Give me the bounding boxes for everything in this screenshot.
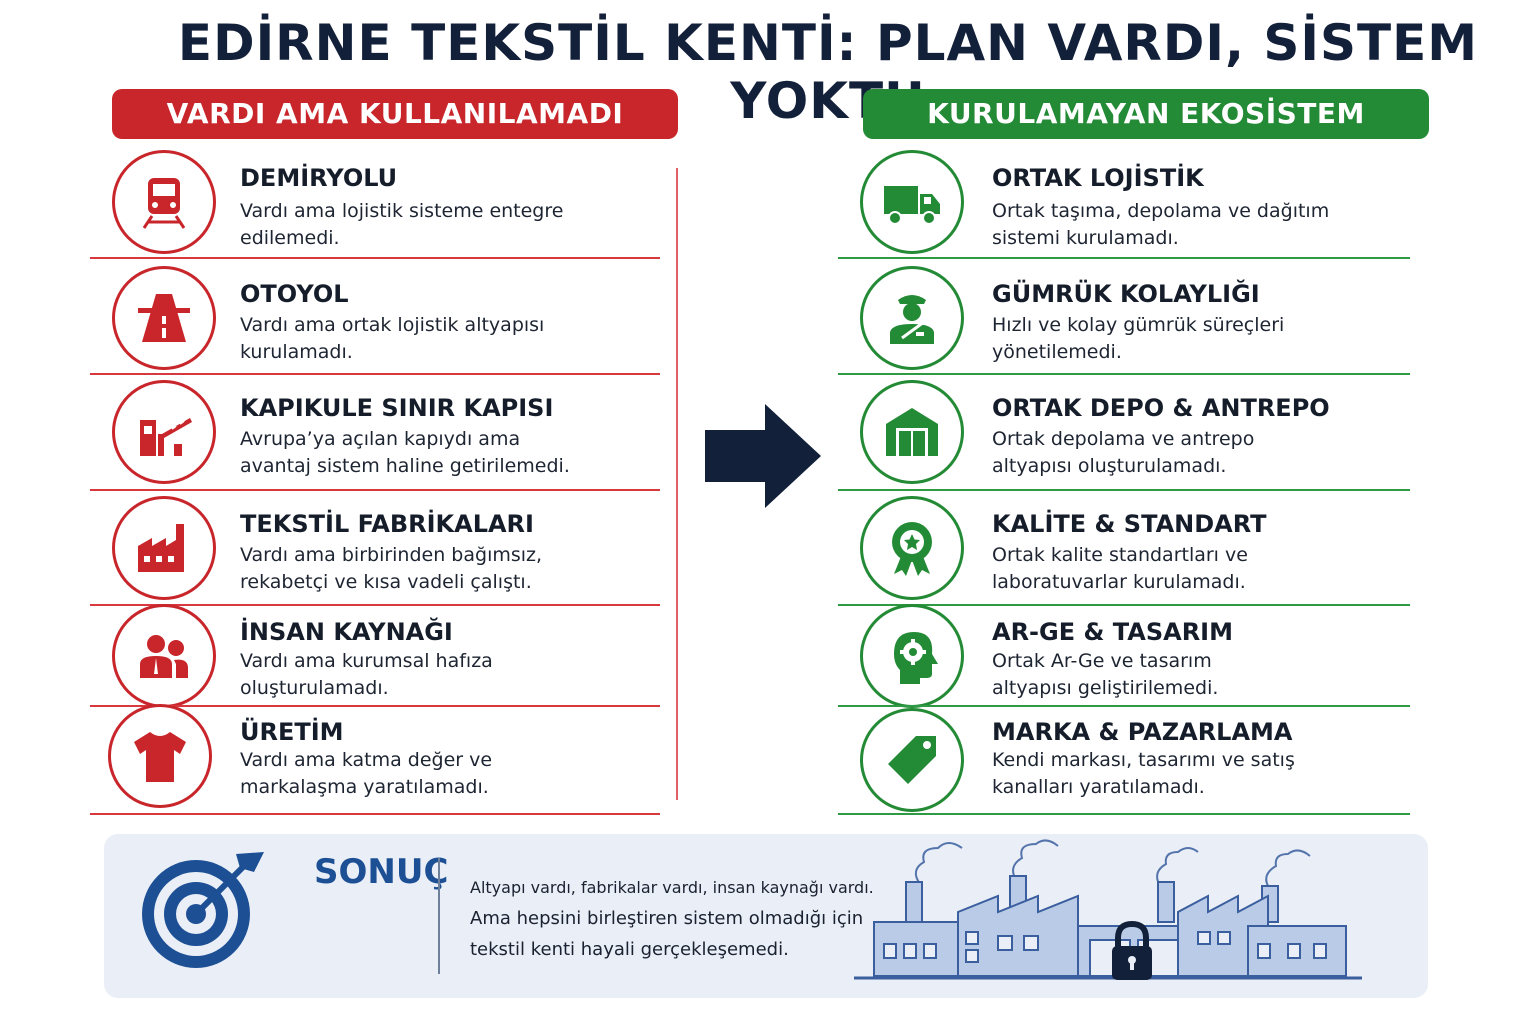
divider [838, 489, 1410, 491]
item-desc: Vardı ama kurumsal hafıza oluşturulamadı… [240, 650, 493, 699]
divider [90, 604, 660, 606]
arrow-right-icon [705, 404, 821, 508]
result-line: Altyapı vardı, fabrikalar vardı, insan k… [470, 878, 874, 897]
divider [90, 257, 660, 259]
item-desc: Vardı ama birbirinden bağımsız, rekabetç… [240, 544, 543, 593]
tshirt-icon [108, 704, 212, 808]
item-heading: GÜMRÜK KOLAYLIĞI [992, 280, 1260, 308]
locked-factory-illustration [854, 839, 1362, 980]
item-desc: Kendi markası, tasarımı ve satış kanalla… [992, 749, 1295, 798]
head-gear-icon [860, 604, 964, 708]
truck-icon [860, 150, 964, 254]
item-heading: DEMİRYOLU [240, 164, 398, 192]
item-heading: AR-GE & TASARIM [992, 618, 1233, 646]
item-desc: Ortak kalite standartları ve laboratuvar… [992, 544, 1248, 593]
train-icon [112, 150, 216, 254]
item-heading: İNSAN KAYNAĞI [240, 618, 453, 646]
target-icon [142, 852, 264, 968]
warehouse-icon [860, 380, 964, 484]
item-desc: Hızlı ve kolay gümrük süreçleri yönetile… [992, 314, 1285, 363]
factory-icon [112, 496, 216, 600]
price-tag-icon [860, 708, 964, 812]
item-desc: Ortak depolama ve antrepo altyapısı oluş… [992, 428, 1255, 477]
item-heading: ORTAK DEPO & ANTREPO [992, 394, 1330, 422]
left-column-header: VARDI AMA KULLANILAMADI [112, 89, 678, 139]
result-title: SONUÇ [314, 852, 449, 892]
item-heading: KALİTE & STANDART [992, 510, 1267, 538]
item-heading: ORTAK LOJİSTİK [992, 164, 1204, 192]
border-gate-icon [112, 380, 216, 484]
divider [838, 373, 1410, 375]
item-desc: Vardı ama ortak lojistik altyapısı kurul… [240, 314, 545, 363]
item-heading: MARKA & PAZARLAMA [992, 718, 1293, 746]
divider [838, 604, 1410, 606]
right-column-header: KURULAMAYAN EKOSİSTEM [863, 89, 1429, 139]
divider [90, 705, 660, 707]
result-line: tekstil kenti hayali gerçekleşemedi. [470, 939, 789, 960]
item-desc: Ortak Ar-Ge ve tasarım altyapısı gelişti… [992, 650, 1219, 699]
item-heading: KAPIKULE SINIR KAPISI [240, 394, 554, 422]
item-heading: OTOYOL [240, 280, 349, 308]
divider [90, 489, 660, 491]
item-desc: Ortak taşıma, depolama ve dağıtım sistem… [992, 200, 1330, 249]
item-desc: Vardı ama katma değer ve markalaşma yara… [240, 749, 493, 798]
divider [838, 257, 1410, 259]
item-desc: Avrupa’ya açılan kapıydı ama avantaj sis… [240, 428, 570, 477]
left-column-border [676, 168, 678, 800]
item-desc: Vardı ama lojistik sisteme entegre edile… [240, 200, 564, 249]
item-heading: ÜRETİM [240, 718, 344, 746]
divider [838, 705, 1410, 707]
divider [838, 813, 1410, 815]
quality-badge-icon [860, 496, 964, 600]
divider [90, 813, 660, 815]
divider [90, 373, 660, 375]
people-icon [112, 604, 216, 708]
result-line: Ama hepsini birleştiren sistem olmadığı … [470, 908, 864, 929]
result-text: Altyapı vardı, fabrikalar vardı, insan k… [470, 872, 890, 965]
highway-icon [112, 266, 216, 370]
result-separator [438, 858, 440, 974]
item-heading: TEKSTİL FABRİKALARI [240, 510, 534, 538]
customs-officer-icon [860, 266, 964, 370]
